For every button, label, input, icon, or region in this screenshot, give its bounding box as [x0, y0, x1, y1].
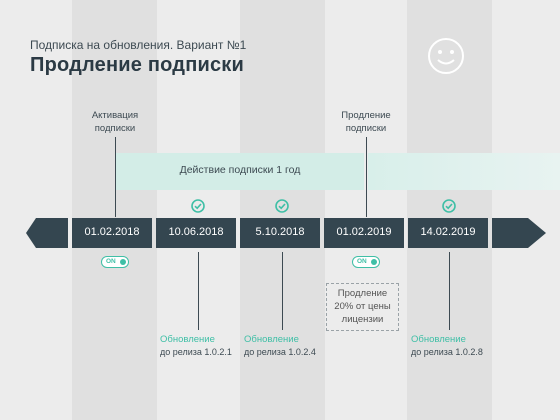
update-connector-line [449, 252, 450, 330]
diagram-title: Продление подписки [30, 54, 244, 76]
background-stripe [240, 0, 325, 420]
timeline-date: 01.02.2019 [336, 226, 392, 238]
discount-line3: лицензии [341, 314, 384, 325]
toggle-knob [120, 258, 126, 265]
subscription-period-band: Действие подписки 1 год [116, 153, 364, 190]
update-title: Обновление [411, 334, 466, 345]
update-release: до релиза 1.0.2.1 [160, 347, 232, 357]
toggle-label: ON [357, 258, 367, 265]
renewed-period-band [368, 153, 560, 190]
check-icon [275, 199, 289, 213]
timeline-date: 01.02.2018 [84, 226, 140, 238]
timeline-date: 5.10.2018 [255, 226, 305, 238]
update-release: до релиза 1.0.2.8 [411, 347, 483, 357]
toggle-knob [371, 258, 377, 265]
timeline-date: 10.06.2018 [168, 226, 224, 238]
renewal-discount-box: Продление 20% от цены лицензии [326, 283, 399, 331]
smiley-icon [428, 38, 464, 74]
timeline-arrow [26, 218, 546, 248]
renewal-label-line1: Продление [341, 110, 391, 121]
update-release: до релиза 1.0.2.4 [244, 347, 316, 357]
discount-line2: 20% от цены [334, 301, 391, 312]
on-toggle: ON [352, 256, 380, 268]
toggle-label: ON [106, 258, 116, 265]
renewal-discount-text: Продление 20% от цены лицензии [327, 287, 398, 326]
activation-marker-line [115, 137, 116, 217]
check-icon [442, 199, 456, 213]
discount-line1: Продление [337, 288, 388, 299]
activation-label-line1: Активация [91, 110, 139, 121]
check-icon [191, 199, 205, 213]
update-title: Обновление [244, 334, 299, 345]
activation-label-line2: подписки [94, 123, 136, 134]
background-stripe [72, 0, 157, 420]
renewal-label-line2: подписки [345, 123, 387, 134]
renewal-label: Продление подписки [331, 109, 401, 135]
renewal-marker-line [366, 137, 367, 217]
update-connector-line [198, 252, 199, 330]
subscription-period-label: Действие подписки 1 год [179, 164, 301, 176]
background-stripe [407, 0, 492, 420]
activation-label: Активация подписки [80, 109, 150, 135]
diagram-subtitle: Подписка на обновления. Вариант №1 [30, 38, 247, 52]
timeline-date: 14.02.2019 [420, 226, 476, 238]
update-connector-line [282, 252, 283, 330]
on-toggle: ON [101, 256, 129, 268]
update-title: Обновление [160, 334, 215, 345]
